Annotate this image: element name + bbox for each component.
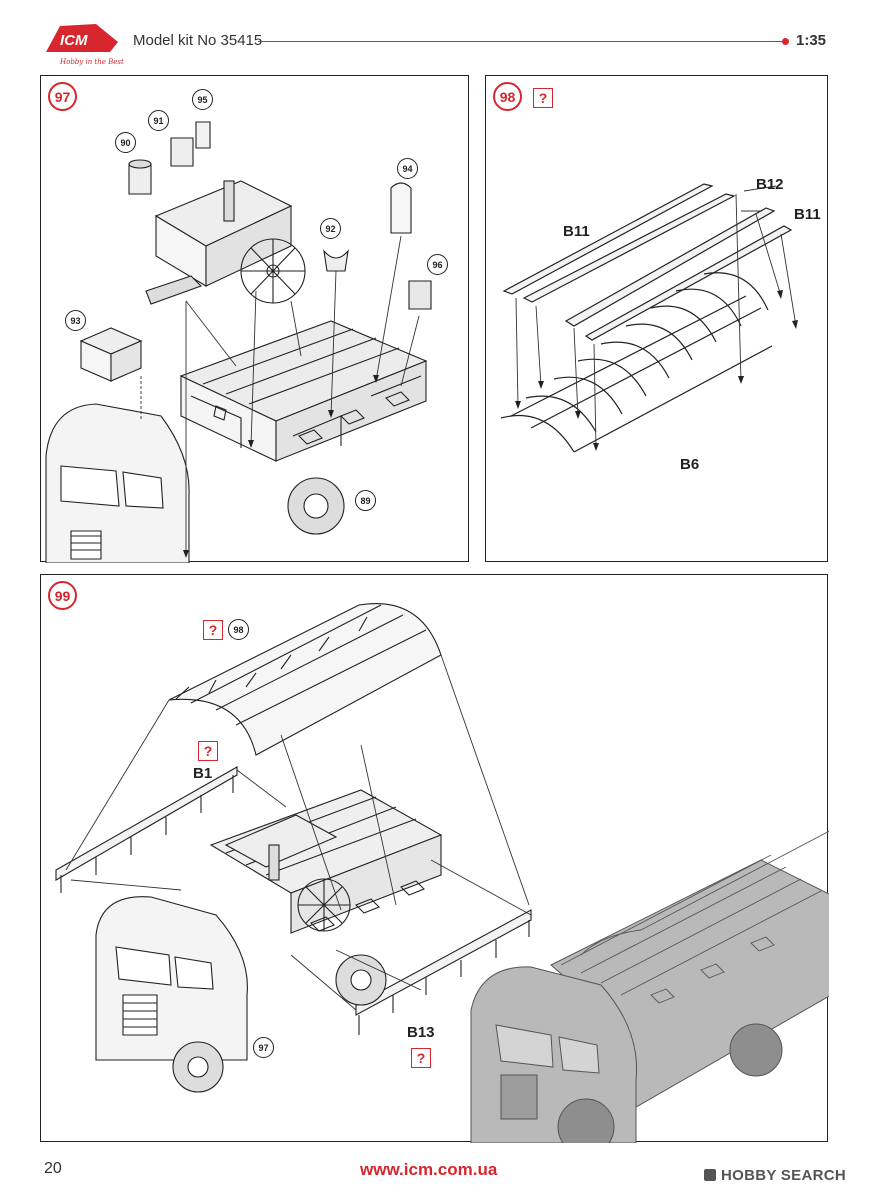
step-number-badge: 97 [48,82,77,111]
step-number-badge: 98 [493,82,522,111]
part-callout-98: 98 [228,619,249,640]
part-callout-96: 96 [427,254,448,275]
part-label-b11-right: B11 [794,206,821,223]
step-99-panel: 99 ? 98 ? B1 B13 ? 97 [40,574,829,1143]
scale-label: 1:35 [796,32,827,49]
step-99-drawing [55,603,829,1143]
step-98-panel: 98 ? B12 B11 B11 B6 [485,75,828,562]
optional-question-mark: ? [203,620,223,640]
part-callout-92: 92 [320,218,341,239]
step-98-drawing [500,183,798,453]
model-kit-title: Model kit No 35415 [133,32,263,49]
part-label-b13: B13 [407,1024,435,1041]
step-number-badge: 99 [48,581,77,610]
page-number: 20 [44,1160,62,1177]
optional-question-mark: ? [411,1048,431,1068]
optional-question-mark: ? [533,88,553,108]
header-rule [258,41,788,42]
hobby-search-watermark: HOBBY SEARCH [704,1167,846,1184]
part-callout-97: 97 [253,1037,274,1058]
part-callout-91: 91 [148,110,169,131]
svg-text:ICM: ICM [60,32,88,49]
part-callout-89: 89 [355,490,376,511]
svg-text:Hobby in the Best: Hobby in the Best [59,58,124,66]
watermark-icon [704,1169,716,1181]
part-label-b12: B12 [756,176,784,193]
part-label-b1: B1 [193,765,213,782]
part-callout-94: 94 [397,158,418,179]
part-label-b11-left: B11 [563,223,590,240]
optional-question-mark: ? [198,741,218,761]
part-callout-95: 95 [192,89,213,110]
step-97-drawing [45,121,432,563]
part-callout-90: 90 [115,132,136,153]
watermark-text: HOBBY SEARCH [721,1167,847,1184]
part-label-b6: B6 [680,456,700,473]
part-callout-93: 93 [65,310,86,331]
header-rule-dot [782,38,789,45]
icm-logo: ICM Hobby in the Best [40,18,128,68]
website-link[interactable]: www.icm.com.ua [360,1160,498,1179]
step-97-panel: 97 90 91 95 92 94 96 93 89 [40,75,469,563]
